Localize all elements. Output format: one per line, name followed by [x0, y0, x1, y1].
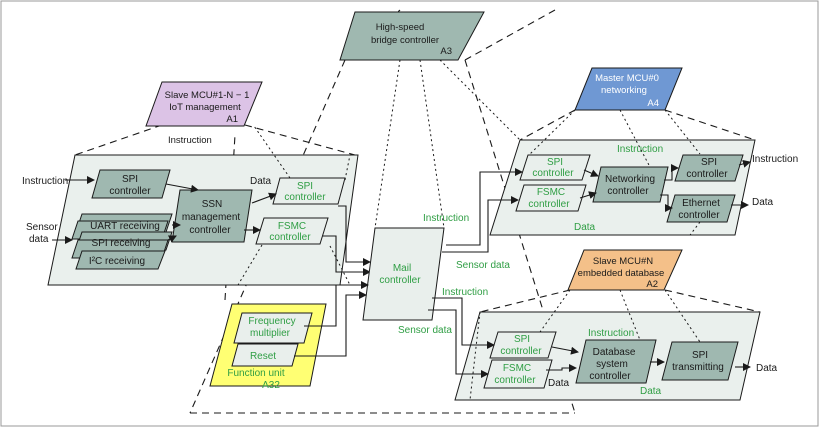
- spi-transmitting: SPI transmitting: [661, 341, 739, 381]
- freq-label1: Frequency: [248, 316, 295, 327]
- db-spi-label1: SPI: [514, 334, 530, 345]
- spi-left-label2: controller: [109, 186, 151, 197]
- left-dotted-lines: [237, 125, 351, 286]
- net-spi-label1: SPI: [547, 157, 563, 168]
- ethernet-controller: Ethernet controller: [666, 194, 736, 223]
- net-instruction-out: Instruction: [752, 154, 798, 165]
- spi-controller-left2: SPI controller: [272, 177, 346, 205]
- net-spi-controller: SPI controller: [519, 154, 591, 181]
- net-fsmc-label1: FSMC: [537, 187, 565, 198]
- data-label-left: Data: [250, 176, 272, 187]
- freq-label2: multiplier: [250, 328, 291, 339]
- spit-label1: SPI: [692, 350, 708, 361]
- bridge-controller-box: High-speed bridge controller A3: [339, 11, 485, 61]
- iot-management-box: Slave MCU#1-N − 1 IoT management A1: [145, 81, 263, 127]
- db-data-out: Data: [756, 363, 778, 374]
- networking-controller: Networking controller: [592, 166, 669, 203]
- receivers-stack: UART receiving SPI receiving I²C receivi…: [71, 213, 173, 270]
- dbs-label3: controller: [589, 371, 631, 382]
- mid-instruction-2: Instruction: [442, 287, 488, 298]
- net-spi3-label1: SPI: [701, 157, 717, 168]
- bridge-tag: A3: [440, 46, 452, 57]
- dbs-label1: Database: [593, 347, 636, 358]
- instruction-label-top: Instruction: [168, 135, 212, 146]
- instruction-input-label: Instruction: [22, 176, 68, 187]
- net-data-out: Data: [752, 197, 774, 208]
- db-spi-controller: SPI controller: [489, 331, 557, 359]
- spi-receiving-label: SPI receiving: [92, 238, 151, 249]
- net-fsmc-controller: FSMC controller: [515, 184, 587, 212]
- ethernet-label2: controller: [678, 210, 720, 221]
- mid-sensor-2: Sensor data: [398, 325, 452, 336]
- net-spi-label2: controller: [532, 168, 574, 179]
- networking-label2: controller: [607, 186, 649, 197]
- function-unit-name: Function unit: [227, 368, 284, 379]
- master-tag: A4: [647, 98, 659, 109]
- fsmc-left-label2: controller: [269, 232, 311, 243]
- db-instruction: Instruction: [588, 328, 634, 339]
- db-spi-label2: controller: [500, 346, 542, 357]
- master-line2: networking: [601, 85, 647, 96]
- bridge-dotted-lines: [374, 59, 521, 229]
- ethernet-label1: Ethernet: [682, 198, 720, 209]
- fsmc-left-label1: FSMC: [278, 221, 306, 232]
- fsmc-controller-left: FSMC controller: [255, 217, 329, 245]
- ssn-management-controller: SSN management controller: [171, 189, 253, 243]
- spit-label2: transmitting: [672, 362, 724, 373]
- mail-controller: Mail controller: [362, 227, 445, 321]
- sensor-input-label1: Sensor: [26, 222, 58, 233]
- networking-label1: Networking: [605, 174, 655, 185]
- iot-line2: IoT management: [169, 102, 241, 113]
- slavedb-line2: embedded database: [578, 268, 665, 279]
- ssn-label3: controller: [189, 225, 231, 236]
- function-unit-tag: A32: [262, 380, 280, 391]
- net-spi3-label2: controller: [686, 169, 728, 180]
- slavedb-line1: Slave MCU#N: [593, 256, 653, 267]
- bridge-line2: bridge controller: [371, 35, 439, 46]
- reset-label: Reset: [250, 351, 276, 362]
- mid-sensor-1: Sensor data: [456, 260, 510, 271]
- mid-instruction-1: Instruction: [423, 213, 469, 224]
- ssn-label1: SSN: [202, 199, 223, 210]
- master-line1: Master MCU#0: [595, 73, 659, 84]
- database-system-controller: Database system controller: [575, 339, 657, 384]
- net-dotted-lines: [529, 109, 701, 236]
- iot-line1: Slave MCU#1-N − 1: [165, 90, 250, 101]
- mail-label2: controller: [379, 275, 421, 286]
- db-fsmc-label2: controller: [494, 375, 536, 386]
- master-networking-box: Master MCU#0 networking A4: [574, 67, 683, 111]
- net-spi-controller-out: SPI controller: [674, 154, 744, 182]
- db-dotted-lines: [469, 289, 701, 401]
- bridge-line1: High-speed: [376, 22, 425, 33]
- slavedb-tag: A2: [646, 279, 658, 290]
- spi-controller-left: SPI controller: [91, 169, 171, 199]
- i2c-label: I²C receiving: [89, 256, 145, 267]
- spi-left-label1: SPI: [122, 174, 138, 185]
- net-instruction-top: Instruction: [617, 144, 663, 155]
- spi2-label2: controller: [284, 192, 326, 203]
- db-fsmc-controller: FSMC controller: [483, 359, 553, 389]
- iot-tag: A1: [226, 114, 238, 125]
- function-unit: Frequency multiplier Reset Function unit…: [209, 303, 327, 391]
- db-data-left: Data: [548, 378, 570, 389]
- uart-label: UART receiving: [90, 221, 160, 232]
- net-fsmc-label2: controller: [528, 199, 570, 210]
- db-fsmc-label1: FSMC: [503, 363, 531, 374]
- db-data-mid: Data: [640, 386, 662, 397]
- mail-label1: Mail: [393, 263, 411, 274]
- dbs-label2: system: [596, 359, 628, 370]
- net-data-inner: Data: [574, 222, 596, 233]
- ssn-label2: management: [182, 212, 241, 223]
- slave-db-box: Slave MCU#N embedded database A2: [567, 249, 683, 291]
- spi2-label1: SPI: [297, 181, 313, 192]
- sensor-input-label2: data: [29, 234, 49, 245]
